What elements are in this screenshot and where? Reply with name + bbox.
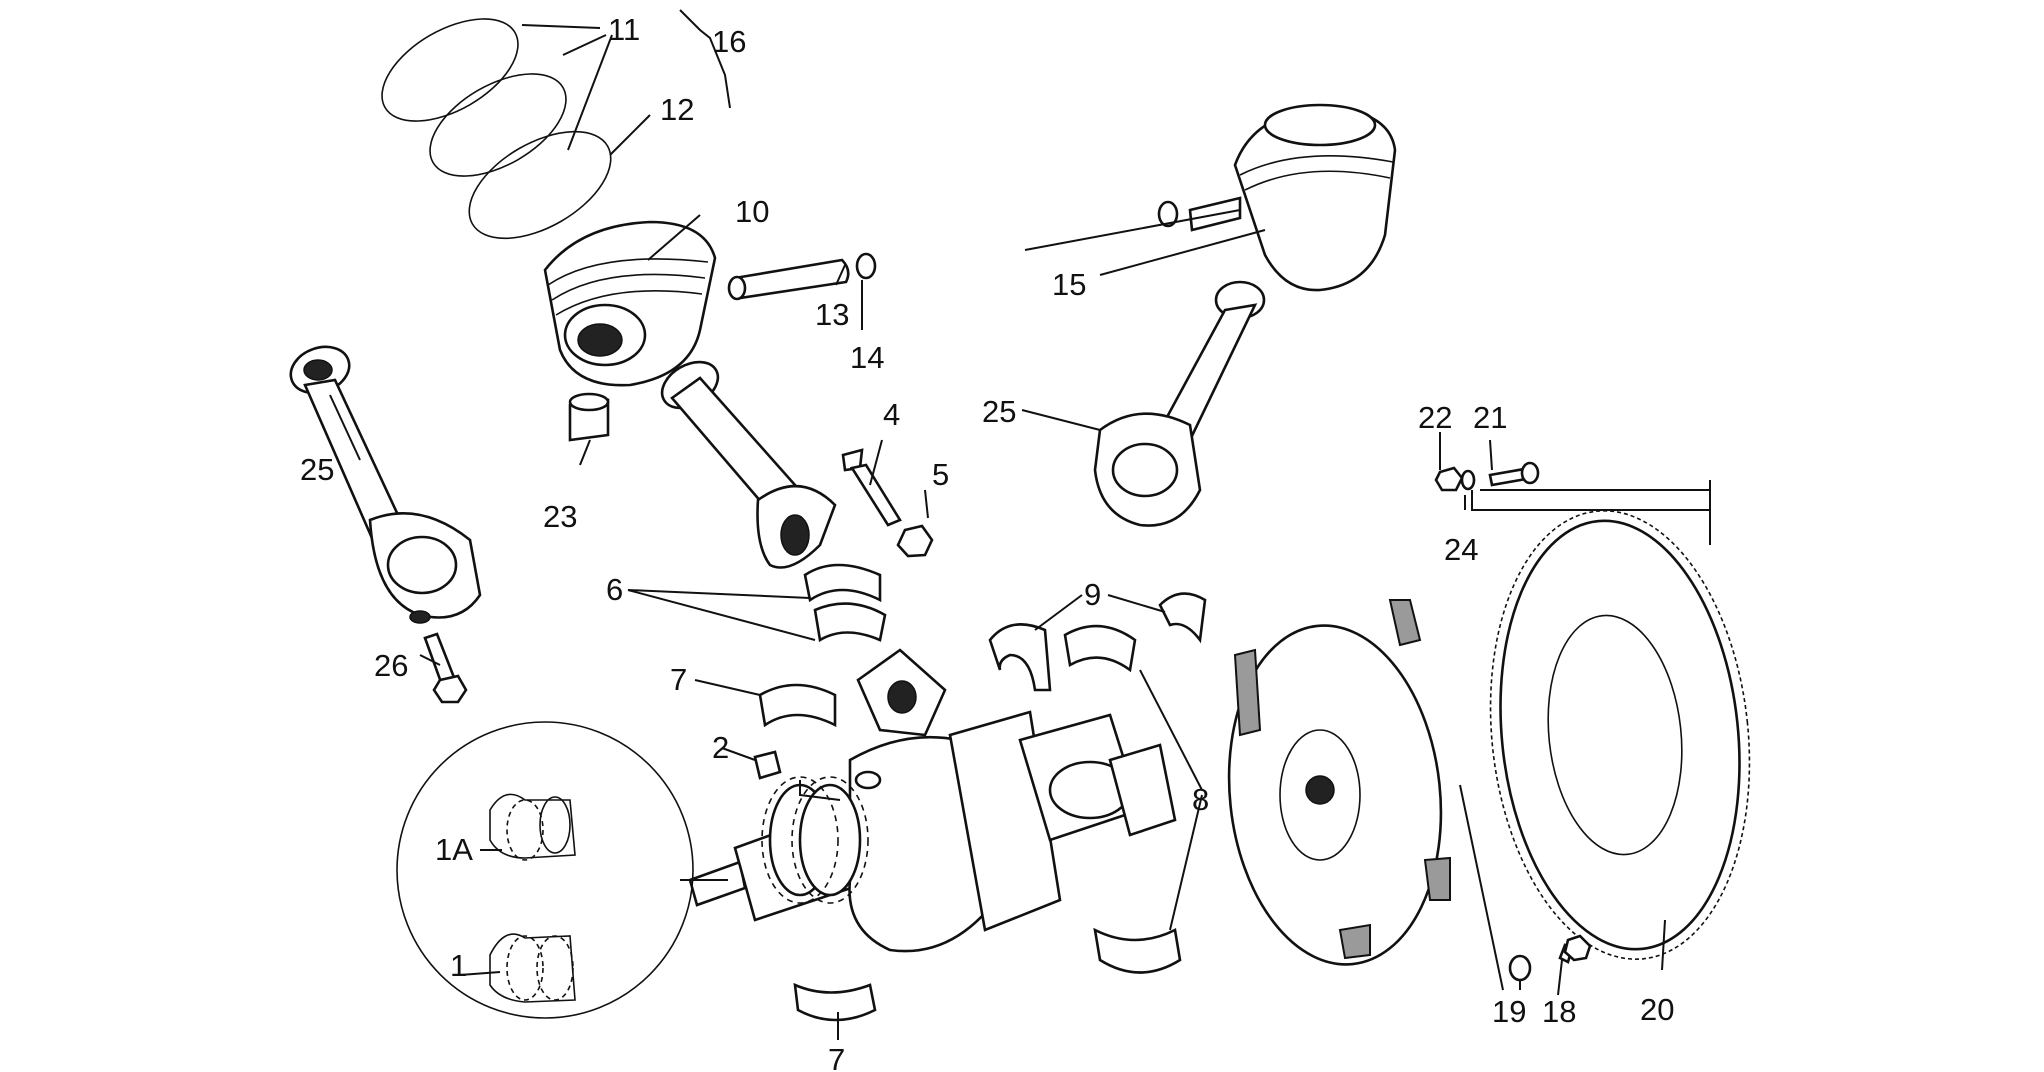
label-1: 1 xyxy=(450,948,467,983)
label-12: 12 xyxy=(660,92,694,127)
thrust-washers xyxy=(988,592,1207,692)
connecting-rod-center xyxy=(660,360,837,569)
crankshaft-key xyxy=(753,750,782,780)
label-2: 2 xyxy=(712,730,729,765)
label-15: 15 xyxy=(1052,267,1086,302)
label-7-upper: 7 xyxy=(670,662,687,697)
con-rod-bolt-left xyxy=(423,632,468,704)
label-14: 14 xyxy=(850,340,884,375)
label-6: 6 xyxy=(606,572,623,607)
circlip xyxy=(855,252,877,280)
piston-assembly-right xyxy=(1093,103,1397,527)
nut-22 xyxy=(1434,466,1464,492)
flywheel-bolt-21 xyxy=(1488,461,1540,487)
crankshaft xyxy=(688,710,1177,953)
label-26: 26 xyxy=(374,648,408,683)
con-rod-bearing-shells xyxy=(803,563,887,643)
label-13: 13 xyxy=(815,297,849,332)
bolt-18 xyxy=(1558,934,1592,964)
main-bearing-shell-center xyxy=(1063,624,1137,673)
leader-lines xyxy=(329,9,1711,1040)
flywheel xyxy=(1227,599,1451,966)
label-20: 20 xyxy=(1640,992,1674,1027)
piston-pin xyxy=(727,258,850,301)
label-4: 4 xyxy=(883,397,900,432)
label-11: 11 xyxy=(608,12,640,47)
label-8: 8 xyxy=(1192,782,1209,817)
con-rod-nut xyxy=(896,524,934,558)
label-7-lower: 7 xyxy=(828,1042,845,1072)
label-22: 22 xyxy=(1418,400,1452,435)
label-25-left: 25 xyxy=(300,452,334,487)
washer-19 xyxy=(1508,954,1532,982)
label-5: 5 xyxy=(932,457,949,492)
label-19: 19 xyxy=(1492,994,1526,1029)
main-bearing-shell-upper xyxy=(758,683,837,728)
label-25-right: 25 xyxy=(982,394,1016,429)
washer-24 xyxy=(1460,469,1476,491)
label-23: 23 xyxy=(543,499,577,534)
main-bearing-shell-lower-left xyxy=(793,982,877,1022)
piston-rings xyxy=(381,18,612,240)
piston xyxy=(543,220,717,387)
gear-detail-inset xyxy=(396,721,694,1019)
label-18: 18 xyxy=(1542,994,1576,1029)
label-24: 24 xyxy=(1444,532,1478,567)
label-21: 21 xyxy=(1473,400,1507,435)
label-9: 9 xyxy=(1084,577,1101,612)
label-16: 16 xyxy=(712,24,746,59)
con-rod-bolt xyxy=(841,448,902,527)
connecting-rod-left xyxy=(289,345,482,624)
main-bearing-shell-lower-right xyxy=(1093,927,1182,974)
label-10: 10 xyxy=(735,194,769,229)
timing-gear xyxy=(761,776,869,904)
con-rod-cap xyxy=(856,648,947,737)
label-1a: 1A xyxy=(435,832,473,867)
ring-gear xyxy=(1489,510,1751,960)
small-end-bushing xyxy=(568,392,610,442)
callout-labels: 11 16 12 10 13 14 15 25 25 23 4 5 6 26 7… xyxy=(300,12,1674,1072)
